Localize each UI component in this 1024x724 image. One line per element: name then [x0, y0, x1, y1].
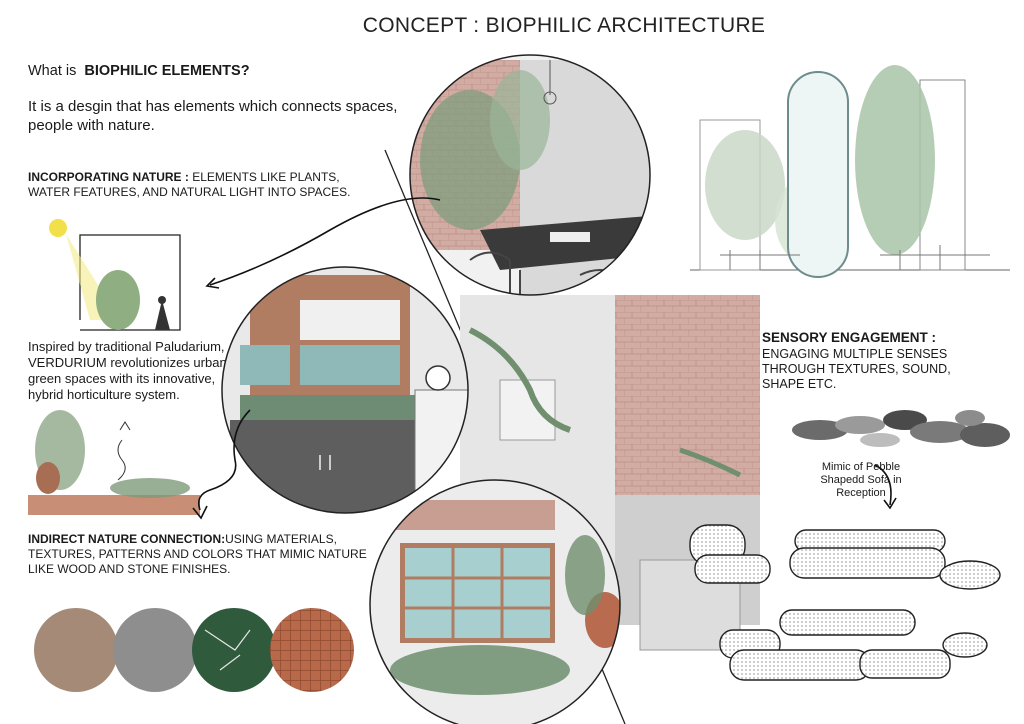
question-bold: BIOPHILIC ELEMENTS?	[84, 63, 250, 79]
facade-sketch	[690, 65, 1010, 278]
interior-circle-window	[370, 480, 620, 724]
section-incorporating-nature: INCORPORATING NATURE : ELEMENTS LIKE PLA…	[28, 170, 373, 200]
pebble-sofa-note: Mimic of Pebble Shapedd Sofa in Receptio…	[820, 461, 902, 499]
nature-heading: INCORPORATING NATURE :	[28, 170, 189, 184]
wood-swatch	[34, 608, 118, 692]
section-indirect-nature: INDIRECT NATURE CONNECTION:USING MATERIA…	[28, 532, 368, 577]
sofa-sketches	[689, 524, 1001, 681]
sensory-text: ENGAGING MULTIPLE SENSES THROUGH TEXTURE…	[762, 347, 951, 391]
paludarium-sketch	[49, 219, 181, 331]
material-swatches	[34, 608, 354, 692]
verdurium-note: Inspired by traditional Paludarium, VERD…	[28, 339, 227, 402]
connector-arrows	[192, 197, 897, 520]
sensory-heading: SENSORY ENGAGEMENT :	[762, 330, 937, 345]
indirect-text: USING MATERIALS, TEXTURES, PATTERNS AND …	[28, 532, 367, 576]
intro-description: It is a desgin that has elements which c…	[28, 98, 398, 134]
question-prefix: What is	[28, 63, 77, 79]
pebble-sofa-photo	[792, 410, 1010, 447]
page-title: CONCEPT : BIOPHILIC ARCHITECTURE	[362, 14, 766, 37]
question-line: What is BIOPHILIC ELEMENTS?	[28, 63, 250, 79]
indirect-heading: INDIRECT NATURE CONNECTION:	[28, 532, 226, 546]
interior-circle-kitchen	[222, 267, 468, 513]
nature-text: ELEMENTS LIKE PLANTS, WATER FEATURES, AN…	[28, 170, 351, 199]
section-sensory: SENSORY ENGAGEMENT : ENGAGING MULTIPLE SE…	[762, 330, 987, 392]
interior-circle-dining	[410, 55, 650, 295]
stone-swatch	[113, 608, 197, 692]
tile-swatch	[270, 608, 354, 692]
planter-sketch	[28, 410, 200, 515]
